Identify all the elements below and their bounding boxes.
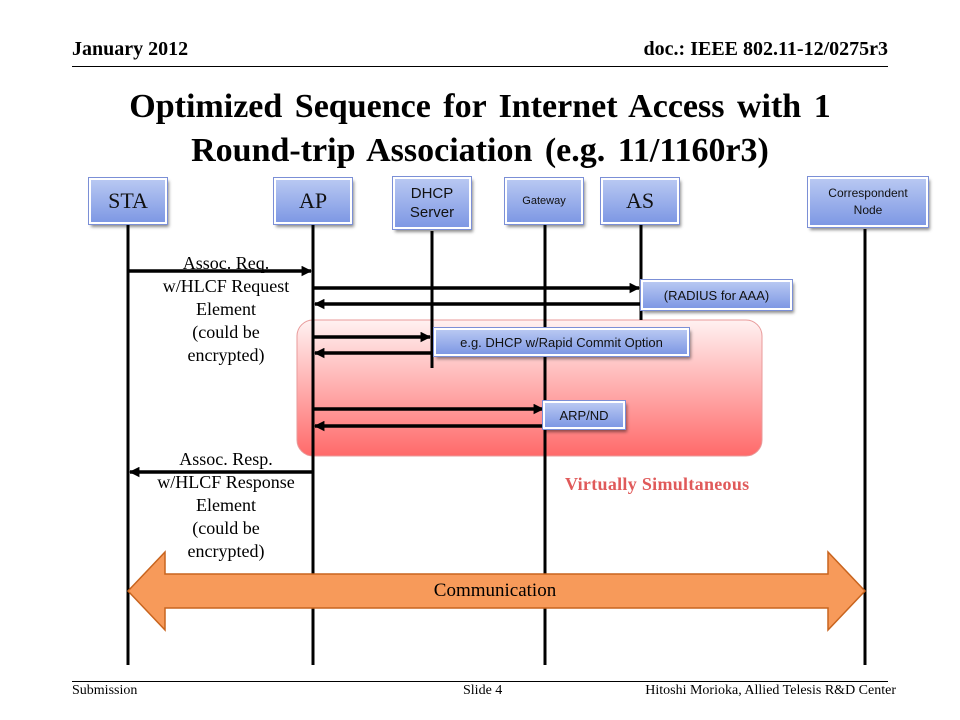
entity-ap: AP (274, 178, 352, 224)
dhcp-chip-label: e.g. DHCP w/Rapid Commit Option (460, 334, 663, 350)
radius-chip-label: (RADIUS for AAA) (663, 287, 770, 303)
entity-cn-label-2: Node (853, 203, 883, 217)
communication-label: Communication (433, 580, 557, 601)
radius-chip: (RADIUS for AAA) (641, 280, 792, 310)
assoc-resp-line-1: Assoc. Resp. (179, 449, 273, 469)
title-line-2: Round-trip Association (e.g. 11/1160r3) (191, 132, 769, 169)
assoc-req-line-4: (could be (192, 322, 260, 342)
communication-arrow (126, 550, 867, 632)
assoc-resp-line-2: w/HLCF Response (157, 472, 295, 492)
assoc-req-line-3: Element (196, 299, 256, 319)
entity-cn-label-1: Correspondent (828, 186, 908, 200)
assoc-req-line-5: encrypted) (187, 345, 265, 365)
entity-correspondent-node: Correspondent Node (808, 177, 928, 227)
assoc-req-label: Assoc. Req. w/HLCF Request Element (coul… (136, 252, 316, 367)
entity-as: AS (601, 178, 679, 224)
assoc-resp-label: Assoc. Resp. w/HLCF Response Element (co… (136, 448, 316, 563)
footer-author: Hitoshi Morioka, Allied Telesis R&D Cent… (645, 683, 896, 698)
entity-sta: STA (89, 178, 167, 224)
assoc-req-line-1: Assoc. Req. (182, 253, 270, 273)
footer-slide-number: Slide 4 (463, 683, 503, 698)
entity-gateway: Gateway (505, 178, 583, 224)
entity-dhcp-label-2: Server (409, 204, 455, 221)
header-divider (72, 66, 888, 67)
entity-ap-label: AP (298, 188, 328, 213)
footer-divider (72, 681, 888, 682)
arp-chip-label: ARP/ND (559, 407, 609, 423)
footer-submission: Submission (72, 683, 138, 698)
assoc-resp-line-4: (could be (192, 518, 260, 538)
assoc-resp-line-5: encrypted) (187, 541, 265, 561)
entity-dhcp-server: DHCP Server (393, 177, 471, 229)
dhcp-chip: e.g. DHCP w/Rapid Commit Option (434, 328, 689, 356)
virtually-simultaneous-label: Virtually Simultaneous (565, 474, 750, 494)
slide-title: Optimized Sequence for Internet Access w… (60, 85, 900, 173)
entity-dhcp-label-1: DHCP (410, 185, 454, 202)
arp-chip: ARP/ND (543, 401, 625, 429)
assoc-resp-line-3: Element (196, 495, 256, 515)
header-doc-id: doc.: IEEE 802.11-12/0275r3 (643, 38, 888, 60)
entity-sta-label: STA (108, 188, 148, 213)
entity-as-label: AS (625, 188, 655, 213)
assoc-req-line-2: w/HLCF Request (162, 276, 290, 296)
header-date: January 2012 (72, 38, 189, 60)
title-line-1: Optimized Sequence for Internet Access w… (129, 88, 831, 125)
entity-gateway-label: Gateway (522, 195, 566, 207)
